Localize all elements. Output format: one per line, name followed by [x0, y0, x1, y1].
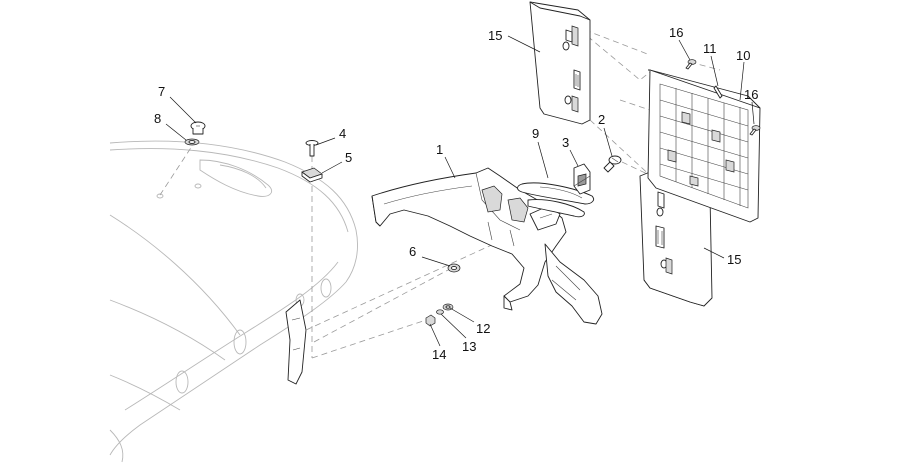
callout-6: 6: [409, 244, 416, 259]
callout-3: 3: [562, 135, 569, 150]
callout-10: 10: [736, 48, 750, 63]
part-3-clip: [573, 163, 591, 195]
callout-7: 7: [158, 84, 165, 99]
callout-12: 12: [476, 321, 490, 336]
part-5-clip-nut: [301, 167, 323, 183]
callout-1: 1: [436, 142, 443, 157]
part-7-screw: [190, 121, 206, 135]
leader-lines: [165, 35, 755, 347]
callout-16-lower: 16: [744, 87, 758, 102]
callout-5: 5: [345, 150, 352, 165]
part-15-upper-plate: [529, 1, 591, 125]
callout-8: 8: [154, 111, 161, 126]
part-13-washer: [436, 309, 444, 315]
callout-2: 2: [598, 112, 605, 127]
callout-labels: 1 2 3 4 5 6 7 8 9 10 11 12 13 14 15 15 1…: [154, 25, 758, 362]
part-16-lower-screw: [749, 125, 761, 136]
part-10-plate-frame: [647, 69, 761, 223]
part-6-bushing: [447, 263, 461, 273]
part-15-lower-plate: [639, 167, 713, 307]
part-11-pin: [713, 85, 723, 99]
callout-9: 9: [532, 126, 539, 141]
rear-body-panel: [109, 140, 358, 463]
callout-16-upper: 16: [669, 25, 683, 40]
part-14-nut: [425, 314, 436, 327]
part-2-screw: [603, 155, 622, 173]
part-4-screw: [305, 140, 319, 157]
part-1-plate-bracket: [371, 167, 603, 325]
part-16-upper-screw: [685, 59, 697, 70]
part-9-rubber-pad: [517, 182, 595, 218]
callout-15-upper: 15: [488, 28, 502, 43]
callout-4: 4: [339, 126, 346, 141]
callout-14: 14: [432, 347, 446, 362]
part-8-washer: [184, 138, 200, 146]
callout-15-lower: 15: [727, 252, 741, 267]
callout-13: 13: [462, 339, 476, 354]
callout-11: 11: [703, 41, 717, 56]
